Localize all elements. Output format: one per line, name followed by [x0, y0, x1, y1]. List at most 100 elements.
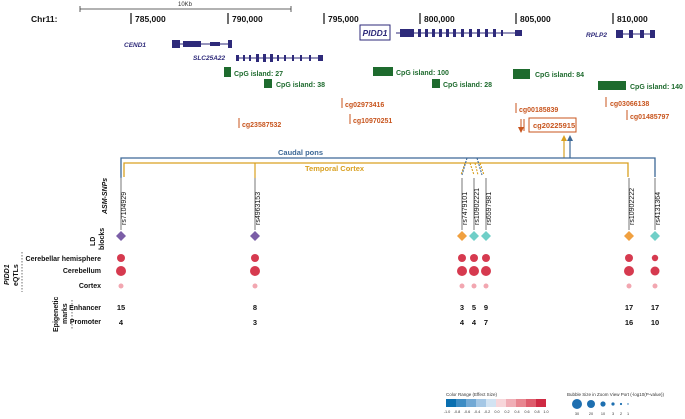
snp-label: rs10902222	[629, 188, 636, 225]
cpg-island-bar	[432, 79, 440, 88]
cpg-site-label: cg03066138	[610, 101, 649, 108]
cpg-island-label: CpG island: 84	[535, 72, 584, 79]
row-label-marks: marks	[62, 303, 69, 324]
eqtl-bubble	[483, 283, 489, 289]
color-legend-tick: -0.6	[464, 410, 471, 414]
enhancer-count: 9	[484, 303, 488, 312]
axis-tick-label: 800,000	[424, 14, 455, 24]
eqtl-bubble	[250, 266, 260, 276]
cpg-island-bar	[513, 69, 530, 79]
color-legend-tick: -0.8	[454, 410, 461, 414]
enhancer-count: 3	[460, 303, 464, 312]
cpg-island-label: CpG island: 38	[276, 82, 325, 89]
row-label-promoter: Promoter	[70, 319, 101, 326]
promoter-counts: 4 3 4 4 7 16 10	[119, 318, 659, 327]
bubble-legend-tick: 20	[589, 412, 593, 416]
tissue-label-temporal-cortex: Temporal Cortex	[305, 164, 365, 173]
row-label-enhancer: Enhancer	[69, 305, 101, 312]
bubble-legend-tick: 1	[627, 412, 629, 416]
ld-block-diamond	[469, 231, 479, 241]
gene-label-slc25a22: SLC25A22	[193, 55, 226, 62]
bubble-legend-circle	[627, 403, 629, 405]
ld-block-diamond	[624, 231, 634, 241]
bubble-legend-title: Bubble Size in Zoom View Port (-log10(P-…	[567, 392, 664, 397]
bubble-legend-tick: 30	[575, 412, 579, 416]
enhancer-counts: 15 8 3 5 9 17 17	[117, 303, 659, 312]
snp-label: rs4131364	[655, 192, 662, 225]
eqtl-bubble	[481, 266, 491, 276]
color-legend-tick: 0.2	[504, 410, 509, 414]
cpg-site-label-highlight: cg20225915	[533, 121, 575, 130]
snp-label: rs7104929	[121, 192, 128, 225]
gene-track: CEND1 SLC25A22	[124, 24, 655, 62]
promoter-count: 4	[119, 318, 124, 327]
row-label-epigenetic: Epigenetic	[53, 296, 60, 332]
eqtl-bubble	[652, 283, 658, 289]
eqtl-bubble	[650, 266, 660, 276]
gene-label-box-pidd1	[359, 24, 391, 41]
color-legend-tick: 0.6	[524, 410, 529, 414]
cpg-site-label: cg23587532	[242, 122, 281, 129]
eqtl-bubble	[470, 254, 478, 262]
cpg-site-highlight-box	[528, 117, 577, 133]
ld-block-diamond	[250, 231, 260, 241]
cpg-island-bar	[598, 81, 626, 90]
cpg-island-track: CpG island: 27 CpG island: 38 CpG island…	[224, 67, 683, 91]
gene-label-rplp2: RPLP2	[586, 32, 607, 39]
gene-slc25a22	[236, 54, 323, 62]
row-label-pidd1: PIDD1	[4, 264, 11, 285]
bubble-legend-circle	[619, 402, 623, 406]
eqtl-bubble	[117, 254, 125, 262]
snp-label: rs10902221	[474, 188, 481, 225]
bubble-legend-circle	[587, 400, 595, 408]
row-label-blocks: blocks	[99, 228, 106, 250]
snp-label: rs7479101	[462, 192, 469, 225]
enhancer-count: 8	[253, 303, 257, 312]
bubble-legend-circle	[600, 401, 606, 407]
ld-block-diamond	[650, 231, 660, 241]
promoter-count: 7	[484, 318, 488, 327]
eqtl-bubble	[458, 254, 466, 262]
promoter-count: 4	[472, 318, 477, 327]
enhancer-count: 17	[651, 303, 659, 312]
enhancer-count: 15	[117, 303, 125, 312]
eqtl-bubble	[457, 266, 467, 276]
ld-block-diamond	[481, 231, 491, 241]
row-label-cerebellar-hemisphere: Cerebellar hemisphere	[26, 256, 102, 263]
eqtl-bubble	[482, 254, 490, 262]
color-legend-tick: 0.4	[514, 410, 519, 414]
color-legend-tick: -1.0	[444, 410, 451, 414]
axis-tick-label: 810,000	[617, 14, 648, 24]
eqtl-bubble	[626, 283, 632, 289]
color-legend-tick: -0.4	[474, 410, 481, 414]
tissue-brackets: Caudal pons Temporal Cortex	[120, 135, 656, 178]
eqtl-bubble	[624, 266, 634, 276]
cpg-island-label: CpG island: 28	[443, 82, 492, 89]
row-label-eqtls: eQTLs	[13, 264, 20, 286]
axis-tick-label: 790,000	[232, 14, 263, 24]
gene-label-cend1: CEND1	[124, 42, 146, 49]
axis-ticks: 785,000 790,000 795,000 800,000 805,000 …	[130, 13, 648, 24]
eqtl-bubble	[469, 266, 479, 276]
cpg-island-label: CpG island: 27	[234, 71, 283, 78]
color-legend: Color Range (Effect Size) -1.0 -0.8 -0.6…	[444, 392, 549, 414]
row-label-cerebellum: Cerebellum	[63, 268, 101, 275]
cpg-island-label: CpG island: 140	[630, 84, 683, 91]
color-legend-tick: 0.0	[494, 410, 499, 414]
color-legend-tick: -0.2	[484, 410, 491, 414]
row-labels: ASM-SNPs LD blocks PIDD1 eQTLs Cerebella…	[4, 178, 109, 332]
eqtl-bubble	[252, 283, 258, 289]
cpg-island-bar	[373, 67, 393, 76]
enhancer-count: 17	[625, 303, 633, 312]
scale-bar: 10Kb	[79, 2, 292, 12]
gene-rplp2	[616, 30, 655, 38]
row-label-cortex: Cortex	[79, 283, 101, 290]
cpg-site-label: cg01485797	[630, 114, 669, 121]
axis-tick-label: 785,000	[135, 14, 166, 24]
scale-bar-label: 10Kb	[178, 2, 193, 8]
promoter-count: 10	[651, 318, 659, 327]
cpg-site-track: cg23587532 cg02973416 cg10970251 cg00185…	[238, 97, 669, 133]
cpg-island-bar	[224, 67, 231, 77]
